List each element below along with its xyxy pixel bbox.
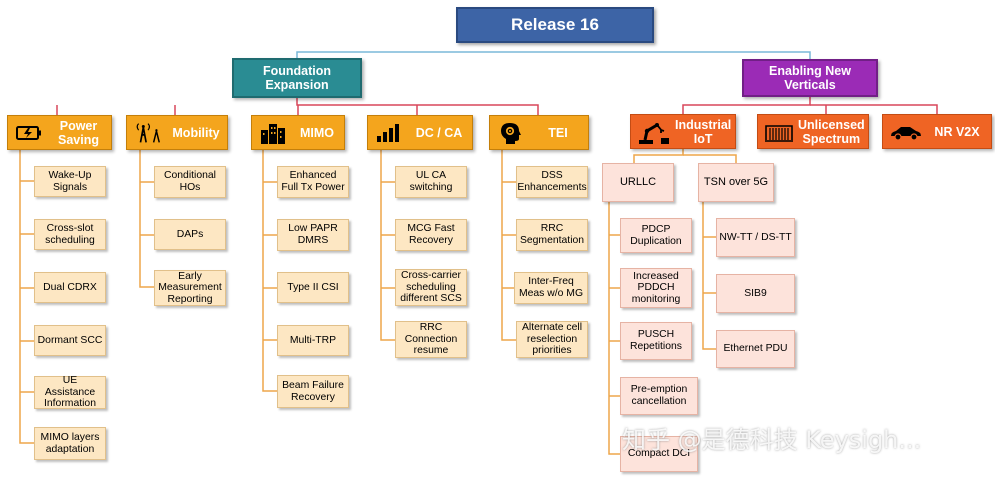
category-label: DC / CA <box>415 125 463 140</box>
category-power-saving: Power Saving <box>7 115 112 150</box>
spectrum-icon <box>764 119 794 145</box>
list-item: Pre-emption cancellation <box>620 377 698 415</box>
list-item: Inter-Freq Meas w/o MG <box>514 272 588 304</box>
category-label: Power Saving <box>58 118 99 147</box>
signal-bars-icon <box>374 121 404 145</box>
list-item: Cross-slot scheduling <box>34 219 106 250</box>
release-16-node: Release 16 <box>456 7 654 43</box>
robot-arm-icon <box>637 119 671 145</box>
category-label: Mobility <box>172 125 220 140</box>
category-nr-v2x: NR V2X <box>882 114 992 149</box>
list-item: MCG Fast Recovery <box>395 219 467 251</box>
buildings-icon <box>258 121 288 145</box>
category-label: MIMO <box>299 125 335 140</box>
list-item: Multi-TRP <box>277 325 349 356</box>
list-item: UE Assistance Information <box>34 375 106 409</box>
antenna-tower-icon <box>133 121 163 145</box>
car-icon <box>889 119 923 145</box>
list-item: Dual CDRX <box>34 272 106 303</box>
category-mimo: MIMO <box>251 115 345 150</box>
category-unlicensed-spectrum: Unlicensed Spectrum <box>757 114 869 149</box>
category-label: Industrial IoT <box>675 117 732 146</box>
watermark: 知乎 @是德科技 Keysigh... <box>622 426 922 454</box>
list-item: Wake-Up Signals <box>34 166 106 197</box>
category-label: NR V2X <box>934 124 980 139</box>
enabling-new-verticals-node: Enabling New Verticals <box>742 59 878 97</box>
list-item: SIB9 <box>716 274 795 313</box>
list-item: Increased PDDCH monitoring <box>620 268 692 308</box>
list-item: Low PAPR DMRS <box>277 219 349 251</box>
list-item: Compact DCI <box>620 436 698 472</box>
list-item: DSS Enhancements <box>516 166 588 198</box>
urllc-node: URLLC <box>602 163 674 202</box>
tsn-node: TSN over 5G <box>698 163 774 202</box>
list-item: DAPs <box>154 219 226 250</box>
list-item: Early Measurement Reporting <box>154 270 226 306</box>
category-label: Unlicensed Spectrum <box>798 117 865 146</box>
list-item: Dormant SCC <box>34 325 106 356</box>
list-item: Ethernet PDU <box>716 330 795 368</box>
list-item: Type II CSI <box>277 272 349 303</box>
list-item: RRC Segmentation <box>516 219 588 251</box>
category-label: TEI <box>548 125 568 140</box>
category-mobility: Mobility <box>126 115 228 150</box>
list-item: MIMO layers adaptation <box>34 427 106 460</box>
list-item: Cross-carrier scheduling different SCS <box>395 269 467 306</box>
head-gear-icon <box>496 121 526 145</box>
list-item: NW-TT / DS-TT <box>716 218 795 257</box>
category-tei: TEI <box>489 115 589 150</box>
category-dc-ca: DC / CA <box>367 115 473 150</box>
category-industrial-iot: Industrial IoT <box>630 114 736 149</box>
foundation-expansion-node: Foundation Expansion <box>232 58 362 98</box>
list-item: PUSCH Repetitions <box>620 322 692 360</box>
battery-icon <box>14 121 44 145</box>
list-item: Beam Failure Recovery <box>277 375 349 408</box>
list-item: Alternate cell reselection priorities <box>516 321 588 358</box>
list-item: Conditional HOs <box>154 166 226 198</box>
list-item: PDCP Duplication <box>620 218 692 253</box>
list-item: RRC Connection resume <box>395 321 467 358</box>
list-item: Enhanced Full Tx Power <box>277 166 349 198</box>
list-item: UL CA switching <box>395 166 467 198</box>
